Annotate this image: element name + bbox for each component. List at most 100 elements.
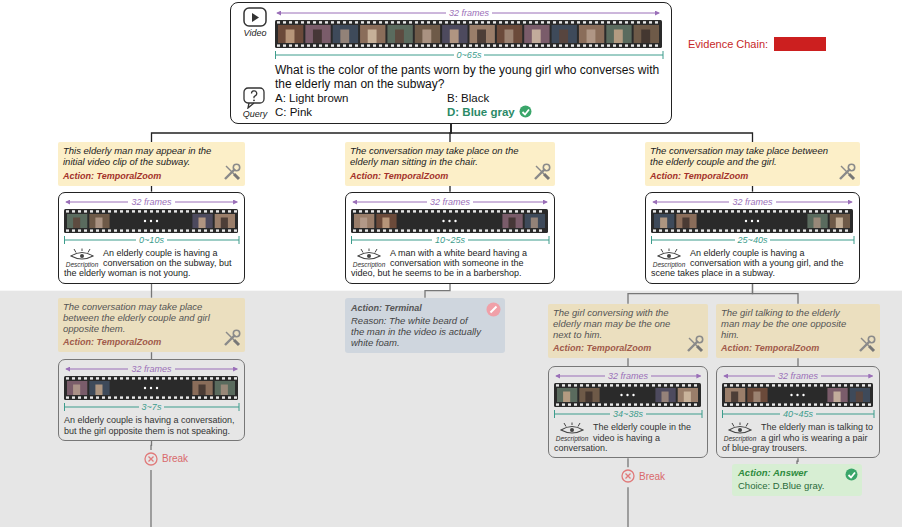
film-strip bbox=[722, 383, 873, 407]
tool-icon bbox=[222, 328, 242, 348]
legend-swatch bbox=[774, 37, 826, 51]
sprocket-hole bbox=[150, 210, 153, 212]
break-icon bbox=[144, 452, 158, 466]
sprocket-hole bbox=[343, 21, 346, 23]
sprocket-hole bbox=[407, 229, 410, 231]
sprocket-hole bbox=[455, 229, 458, 231]
sprocket-hole bbox=[102, 210, 105, 212]
sprocket-hole bbox=[856, 404, 859, 406]
frame-figure bbox=[286, 30, 295, 44]
sprocket-hole bbox=[451, 21, 454, 23]
sprocket-hole bbox=[767, 210, 770, 212]
ellipsis-dot bbox=[632, 394, 634, 396]
frame-count: 32 frames bbox=[446, 8, 492, 18]
sprocket-hole bbox=[589, 44, 592, 46]
sprocket-hole bbox=[541, 44, 544, 46]
sprocket-hole bbox=[797, 210, 800, 212]
sprocket-hole bbox=[589, 21, 592, 23]
sprocket-hole bbox=[204, 210, 207, 212]
sprocket-hole bbox=[529, 21, 532, 23]
sprocket-hole bbox=[772, 404, 775, 406]
break-circle bbox=[145, 453, 157, 465]
sprocket-hole bbox=[634, 404, 637, 406]
sprocket-hole bbox=[749, 229, 752, 231]
sprocket-hole bbox=[580, 384, 583, 386]
sprocket-hole bbox=[676, 384, 679, 386]
sprocket-hole bbox=[517, 44, 520, 46]
thought-text: This elderly man may appear in the initi… bbox=[63, 146, 220, 168]
frame-figure bbox=[614, 30, 623, 44]
sprocket-hole bbox=[409, 21, 412, 23]
sprocket-hole bbox=[180, 377, 183, 379]
sprocket-hole bbox=[820, 384, 823, 386]
sprocket-hole bbox=[349, 21, 352, 23]
ellipsis-dot bbox=[156, 219, 158, 221]
time-range: 3~7s bbox=[139, 402, 165, 412]
sprocket-hole bbox=[553, 21, 556, 23]
sprocket-hole bbox=[383, 210, 386, 212]
sprocket-hole bbox=[90, 210, 93, 212]
frame-thumb bbox=[415, 25, 440, 43]
frame-figure bbox=[836, 217, 843, 228]
sprocket-hole bbox=[659, 210, 662, 212]
sprocket-hole bbox=[652, 404, 655, 406]
sprocket-hole bbox=[707, 229, 710, 231]
frame-thumb bbox=[655, 388, 675, 402]
sprocket-hole bbox=[377, 210, 380, 212]
sprocket-hole bbox=[439, 21, 442, 23]
sprocket-hole bbox=[379, 21, 382, 23]
sprocket-hole bbox=[72, 397, 75, 399]
break-icon bbox=[621, 469, 635, 483]
sprocket-hole bbox=[427, 44, 430, 46]
strip-body bbox=[64, 376, 238, 400]
bracket-tick bbox=[663, 51, 664, 59]
break-box: Break bbox=[142, 450, 190, 468]
sprocket-hole bbox=[862, 404, 865, 406]
film-strip bbox=[651, 209, 853, 233]
sprocket-hole bbox=[301, 21, 304, 23]
sprocket-hole bbox=[407, 210, 410, 212]
frame-thumb bbox=[333, 25, 358, 43]
sprocket-hole bbox=[809, 210, 812, 212]
screwdriver-handle bbox=[849, 174, 854, 179]
screwdriver-shaft bbox=[226, 166, 234, 174]
sprocket-hole bbox=[102, 397, 105, 399]
sprocket-hole bbox=[415, 21, 418, 23]
sprocket-hole bbox=[457, 21, 460, 23]
sprocket-hole bbox=[84, 397, 87, 399]
sprocket-hole bbox=[355, 21, 358, 23]
description-label: Description bbox=[66, 261, 99, 268]
sprocket-hole bbox=[443, 210, 446, 212]
sprocket-hole bbox=[625, 44, 628, 46]
ellipsis-dot bbox=[620, 394, 622, 396]
eye-pupil bbox=[367, 254, 371, 258]
sprocket-hole bbox=[66, 210, 69, 212]
sprocket-hole bbox=[479, 210, 482, 212]
sprocket-hole bbox=[613, 44, 616, 46]
sprocket-hole bbox=[413, 229, 416, 231]
frame-thumb bbox=[830, 214, 850, 228]
description-label: Description bbox=[353, 261, 386, 268]
sprocket-hole bbox=[533, 210, 536, 212]
ellipsis-dot bbox=[790, 394, 792, 396]
legend-text: Evidence Chain: bbox=[688, 38, 768, 50]
frame-thumb bbox=[354, 214, 374, 228]
sprocket-hole bbox=[778, 384, 781, 386]
eye-lash bbox=[661, 249, 663, 253]
sprocket-hole bbox=[132, 397, 135, 399]
sprocket-hole bbox=[198, 229, 201, 231]
sprocket-hole bbox=[562, 384, 565, 386]
sprocket-hole bbox=[622, 404, 625, 406]
description-text: The elderly man is talking to a girl who… bbox=[722, 422, 874, 453]
screwdriver-handle bbox=[234, 174, 239, 179]
description-icon bbox=[356, 248, 382, 261]
sprocket-hole bbox=[844, 404, 847, 406]
sprocket-hole bbox=[724, 384, 727, 386]
sprocket-hole bbox=[150, 229, 153, 231]
frame-box: 32 frames3~7sAn elderly couple is having… bbox=[58, 359, 245, 441]
sprocket-hole bbox=[365, 210, 368, 212]
frame-figure bbox=[340, 30, 349, 44]
eye-outline bbox=[71, 252, 93, 259]
answer-option: C: Pink bbox=[275, 106, 312, 118]
frame-figure bbox=[531, 217, 538, 228]
